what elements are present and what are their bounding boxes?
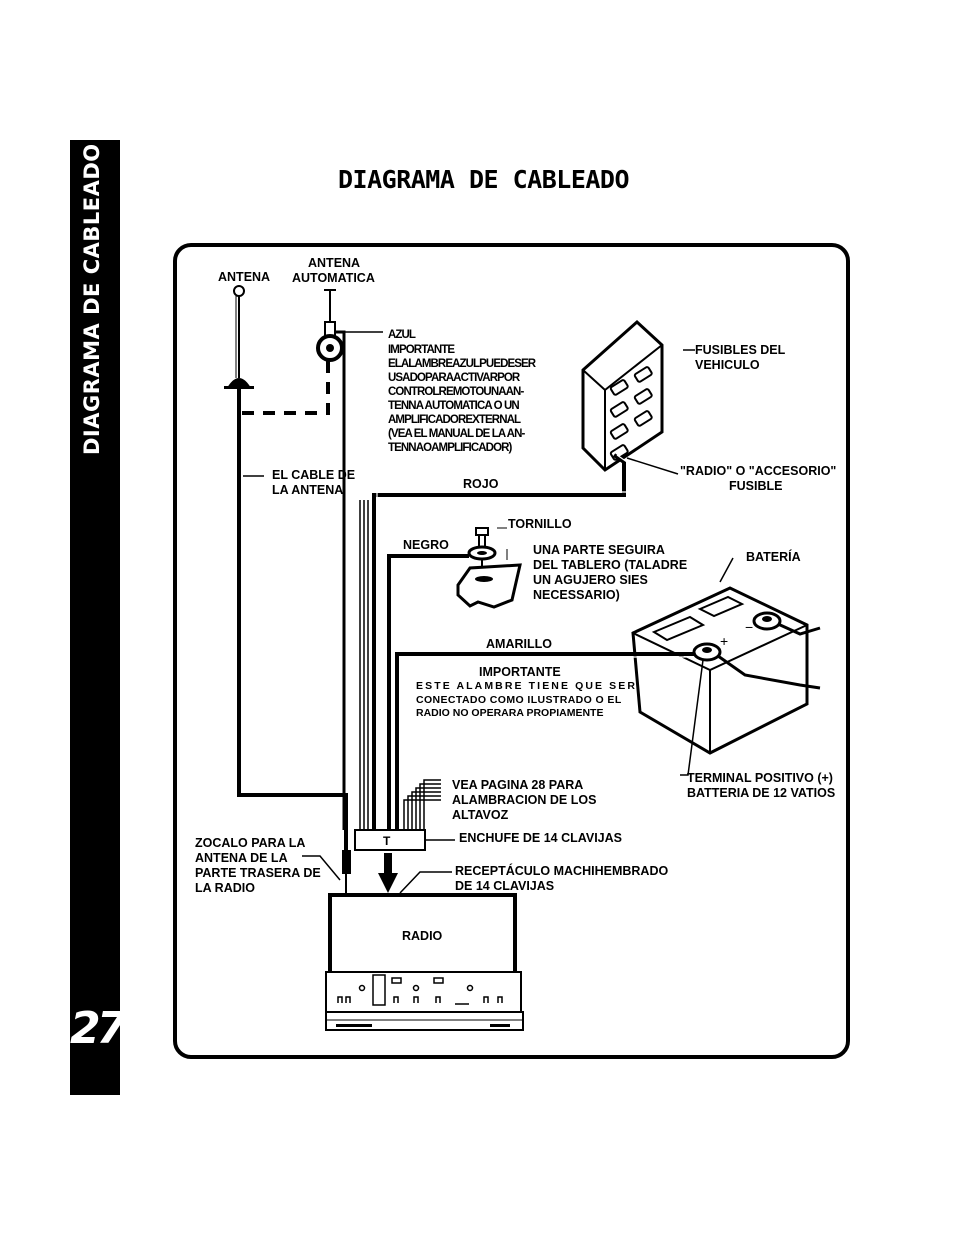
label-cable-antena-0: EL CABLE DE	[272, 468, 356, 482]
azul-note-0: IMPORTANTE	[388, 344, 455, 356]
antenna-cable	[237, 389, 348, 860]
label-importante: IMPORTANTE	[479, 665, 561, 679]
label-altavoz-0: VEA PAGINA 28 PARA	[452, 778, 584, 792]
label-amarillo: AMARILLO	[486, 637, 552, 651]
yellow-wire	[395, 652, 694, 830]
label-zocalo-2: PARTE TRASERA DE	[195, 866, 321, 880]
azul-note-2: USADOPARAACTIVARPOR	[388, 372, 520, 384]
dashed-antenna-link	[242, 360, 330, 415]
azul-note-3: CONTROLREMOTOUNAAN-	[388, 386, 524, 398]
label-antena-auto-1: ANTENA	[308, 256, 361, 270]
label-cable-antena-1: LA ANTENA	[272, 483, 344, 497]
dash-bracket-icon	[456, 563, 522, 609]
radio-unit-icon	[325, 893, 524, 1031]
label-antena-auto-2: AUTOMATICA	[292, 271, 375, 285]
azul-note-1: ELALAMBREAZULPUEDESER	[388, 358, 536, 370]
black-wire	[387, 554, 469, 830]
label-zocalo-3: LA RADIO	[195, 881, 255, 895]
screw-icon	[467, 527, 497, 575]
azul-note-6: (VEA EL MANUAL DE LA AN-	[388, 428, 525, 440]
label-tablero-2: UN AGUJERO SIES	[533, 573, 648, 587]
label-azul: AZUL	[388, 329, 416, 341]
automatic-antenna-icon	[316, 289, 344, 362]
label-radio: RADIO	[402, 929, 443, 943]
label-bateria: BATERÍA	[746, 550, 801, 564]
azul-note-4: TENNA AUTOMATICA O UN	[388, 400, 520, 412]
side-bar	[70, 140, 120, 1095]
connector-mark: T	[383, 834, 391, 848]
label-tablero-1: DEL TABLERO (TALADRE	[533, 558, 688, 572]
label-radio-fusible-1: FUSIBLE	[729, 479, 783, 493]
fuse-box-icon	[581, 319, 664, 472]
label-antena: ANTENA	[218, 270, 271, 284]
label-tornillo: TORNILLO	[508, 517, 572, 531]
antenna-socket	[342, 850, 351, 874]
label-tablero-0: UNA PARTE SEGUIRA	[533, 543, 665, 557]
label-terminal-1: BATTERIA DE 12 VATIOS	[687, 786, 836, 800]
battery-plus: +	[720, 633, 728, 649]
label-zocalo-0: ZOCALO PARA LA	[195, 836, 306, 850]
diagram-frame	[173, 243, 850, 1059]
label-fusibles-0: FUSIBLES DEL	[695, 343, 786, 357]
label-receptaculo-0: RECEPTÁCULO MACHIHEMBRADO	[455, 864, 669, 878]
page-number: 27	[70, 1003, 127, 1054]
arrow-down-icon	[378, 853, 398, 893]
label-tablero-3: NECESSARIO)	[533, 588, 620, 602]
red-wire	[372, 453, 626, 830]
azul-note-7: TENNAOAMPLIFICADOR)	[388, 442, 512, 454]
label-altavoz-1: ALAMBRACION DE LOS	[452, 793, 597, 807]
azul-note-5: AMPLIFICADOREXTERNAL	[388, 414, 521, 426]
label-zocalo-1: ANTENA DE LA	[195, 851, 288, 865]
label-rojo: ROJO	[463, 477, 499, 491]
importante-note-2: RADIO NO OPERARA PROPIAMENTE	[416, 707, 604, 719]
antenna-icon	[224, 285, 254, 389]
label-enchufe: ENCHUFE DE 14 CLAVIJAS	[459, 831, 622, 845]
label-receptaculo-1: DE 14 CLAVIJAS	[455, 879, 555, 893]
blue-wire	[336, 330, 346, 830]
label-fusibles-1: VEHICULO	[695, 358, 760, 372]
label-terminal-0: TERMINAL POSITIVO (+)	[687, 771, 833, 785]
label-altavoz-2: ALTAVOZ	[452, 808, 509, 822]
importante-note-1: CONECTADO COMO ILUSTRADO O EL	[416, 694, 622, 706]
label-negro: NEGRO	[403, 538, 449, 552]
battery-minus: −	[745, 619, 753, 635]
battery-icon	[631, 586, 821, 755]
page-title: DIAGRAMA DE CABLEADO	[338, 165, 630, 194]
importante-note-0: ESTE ALAMBRE TIENE QUE SER	[416, 680, 638, 692]
label-radio-fusible-0: "RADIO" O "ACCESORIO"	[680, 464, 837, 478]
speaker-wires	[359, 500, 441, 830]
